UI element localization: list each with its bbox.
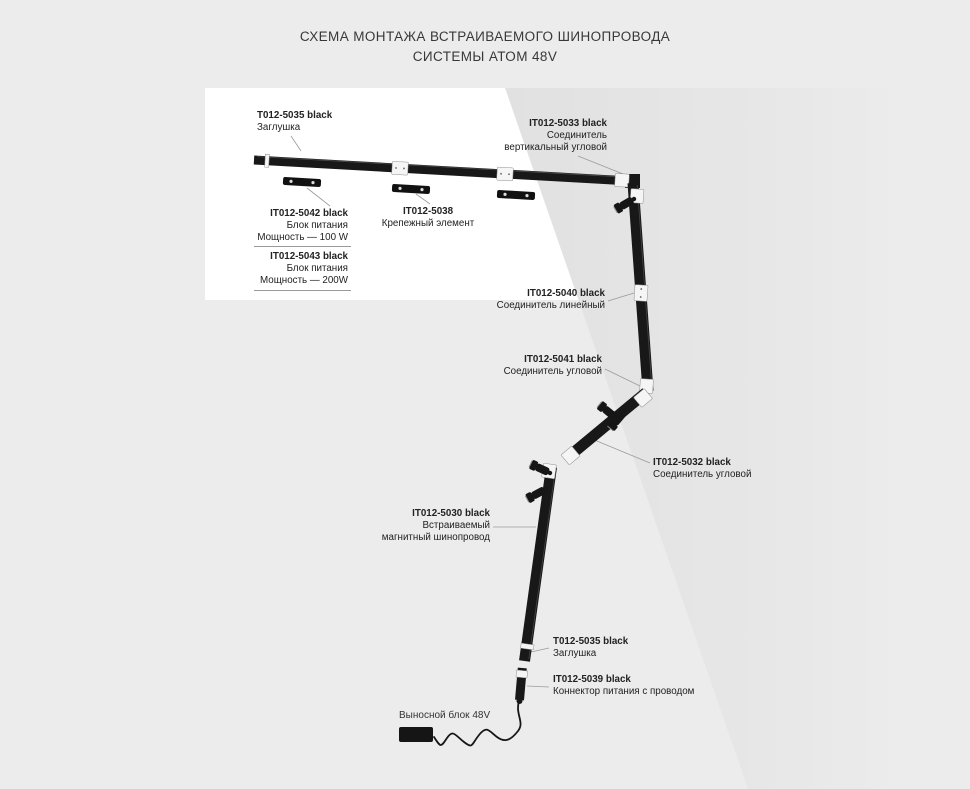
leader-connector-linear [607,292,635,302]
label-psu-200: IT012-5043 black Блок питания Мощность —… [260,251,348,286]
track-connector-band [391,161,409,176]
divider-line [254,246,351,247]
spotlight [524,486,549,503]
leader-lines [290,135,651,688]
leader-power-connector [526,685,550,688]
ceiling-track [253,155,632,186]
label-connector-linear: IT012-5040 black Соединитель линейный [496,288,605,311]
corner-connector-b-band [561,446,580,465]
spotlight-head [613,202,623,214]
spotlight-body [619,197,634,210]
power-feed-connector [515,667,528,704]
label-corner-vertical: IT012-5033 black Соединитель вертикальны… [504,118,607,153]
spotlight-head [597,401,607,412]
spotlight-head [529,460,539,471]
power-cord [433,700,522,747]
ceiling-track-bar [253,155,632,186]
leader-corner-vertical [577,155,624,175]
track-groove [256,156,630,178]
leader-fastener [415,193,431,205]
leader-endcap-bottom [530,647,550,653]
page-title-line-1: СХЕМА МОНТАЖА ВСТРАИВАЕМОГО ШИНОПРОВОДА [299,29,671,44]
end-cap-bottom [520,642,535,651]
linear-connector-band [633,284,649,302]
corner-band-top [614,173,630,188]
mounting-clip [496,190,536,200]
diagonal-track [563,388,650,463]
leader-corner-b [591,438,651,464]
label-power-connector: IT012-5039 black Коннектор питания с про… [553,674,695,697]
recessed-track-bar [519,466,557,662]
spotlight-body [611,411,626,426]
mounting-clip [391,184,431,194]
label-connector-corner-b: IT012-5032 black Соединитель угловой [653,457,752,480]
wall-plane [505,88,905,789]
leader-endcap-top [290,135,302,152]
label-power-box: Выносной блок 48V [399,710,491,721]
spotlight [528,460,553,476]
label-endcap-bottom: T012-5035 black Заглушка [553,636,629,659]
corner-band [633,388,653,408]
mounting-clip [282,177,322,187]
label-track-main: IT012-5030 black Встраиваемый магнитный … [381,508,490,543]
ceiling-plane [205,88,579,300]
divider-line [254,290,351,291]
end-cap-top [264,153,270,168]
leader-corner-a [604,368,641,387]
spotlight-body [602,406,617,420]
leader-psu [306,187,331,207]
spotlight [607,409,627,432]
label-connector-corner-a: IT012-5041 black Соединитель угловой [503,354,602,377]
page-title-line-2: СИСТЕМЫ АТОМ 48V [412,49,558,64]
spotlight [613,196,637,214]
power-supply-box [399,727,433,742]
spotlight-body [531,487,546,499]
label-fastener: IT012-5038 Крепежный элемент [381,206,475,229]
label-endcap-top: T012-5035 black Заглушка [257,110,333,133]
track-connector-band [496,166,514,182]
spotlight-body [535,463,550,476]
recessed-track [519,466,557,662]
spotlight-head [607,420,618,431]
spotlight-head [525,492,535,503]
label-psu-100: IT012-5042 black Блок питания Мощность —… [257,208,348,243]
track-groove [528,468,556,660]
page-title: СХЕМА МОНТАЖА ВСТРАИВАЕМОГО ШИНОПРОВОДА … [0,27,970,67]
